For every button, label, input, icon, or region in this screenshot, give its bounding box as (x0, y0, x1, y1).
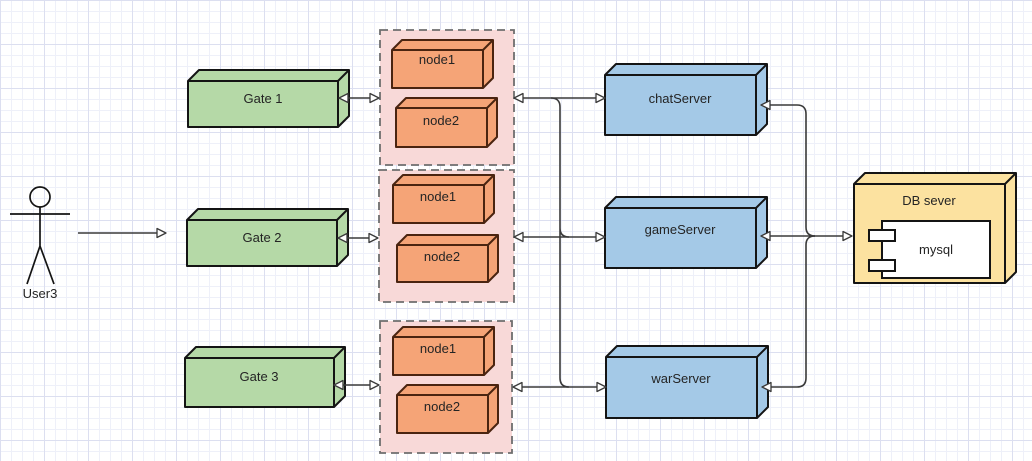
arrowhead-left-icon (333, 379, 344, 391)
arrowhead-left-icon (761, 381, 772, 393)
gate-3-label: Gate 3 (239, 369, 278, 384)
connector-line (770, 104, 816, 237)
mysql-component (881, 220, 991, 279)
cluster-3-node-1-label: node1 (420, 341, 456, 356)
gate-3-body (184, 346, 346, 408)
gate-2-label: Gate 2 (242, 230, 281, 245)
arrowhead-right-icon (595, 92, 606, 104)
node-edges (397, 234, 499, 282)
db-server-box (853, 172, 1017, 284)
arrowhead-right-icon (156, 227, 167, 239)
node-edges (396, 97, 498, 147)
connector-gate1-cluster1 (338, 92, 380, 104)
server-warserver-label: warServer (650, 371, 711, 386)
gate-3-box (184, 346, 346, 408)
mysql-port-top (868, 229, 896, 242)
server-gameserver-box (604, 196, 768, 269)
node-edges (397, 384, 499, 433)
node-edges (393, 326, 495, 375)
connector-gameserver-db (760, 230, 853, 242)
node-edges (393, 174, 495, 223)
server-chatserver-label: chatServer (649, 91, 713, 106)
connector-gate2-cluster2 (337, 232, 379, 244)
server-gameserver-label: gameServer (645, 222, 716, 237)
connector-left-trunk (550, 97, 570, 388)
gate-1-box (187, 69, 350, 128)
arrowhead-right-icon (842, 230, 853, 242)
connector-line (550, 97, 570, 388)
connector-chatserver-db (760, 99, 816, 237)
cluster-1-node-1-label: node1 (419, 52, 455, 67)
server-edges (605, 63, 768, 135)
arrowhead-left-icon (513, 92, 524, 104)
arrowhead-right-icon (596, 381, 607, 393)
server-chatserver-box (604, 63, 768, 136)
node-body (396, 234, 499, 283)
cluster-2-node-1-label: node1 (420, 189, 456, 204)
connector-cluster1-chatserver (513, 92, 606, 104)
gate-2-body (186, 208, 349, 267)
mysql-port-bottom (868, 259, 896, 272)
db-server-label: DB sever (902, 193, 956, 208)
mysql-label: mysql (919, 242, 953, 257)
arrowhead-left-icon (337, 232, 348, 244)
db-edges (854, 172, 1017, 283)
gate-3-edges (185, 346, 346, 407)
server-body (605, 345, 769, 419)
gate-1-edges (188, 69, 350, 127)
gate-1-body (187, 69, 350, 128)
node-body (396, 384, 499, 434)
server-body (604, 63, 768, 136)
node-body (392, 326, 495, 376)
node-body (391, 39, 494, 89)
actor-body (10, 207, 70, 285)
connector-gate3-cluster3 (333, 379, 380, 391)
server-body (604, 196, 768, 269)
connector-warserver-db (761, 235, 816, 393)
gate-1-label: Gate 1 (243, 91, 282, 106)
arrowhead-left-icon (338, 92, 349, 104)
cluster-1-node-1-box (391, 39, 494, 89)
cluster-2-node-2-label: node2 (424, 249, 460, 264)
server-edges (606, 345, 769, 418)
cluster-3-node-1-box (392, 326, 495, 376)
cluster-3-node-2-label: node2 (424, 399, 460, 414)
connector-cluster3-warserver (512, 381, 607, 393)
cluster-3-node-2-box (396, 384, 499, 434)
node-edges (392, 39, 494, 88)
arrowhead-right-icon (369, 92, 380, 104)
arrowhead-right-icon (368, 232, 379, 244)
arrowhead-left-icon (513, 231, 524, 243)
connector-line (771, 235, 816, 388)
gate-2-box (186, 208, 349, 267)
gate-2-edges (187, 208, 349, 266)
actor-head (29, 186, 51, 208)
cluster-2-node-1-box (392, 174, 495, 224)
server-edges (605, 196, 768, 268)
actor-user3 (10, 186, 70, 285)
arrowhead-right-icon (595, 231, 606, 243)
cluster-2-node-2-box (396, 234, 499, 283)
node-body (395, 97, 498, 148)
connector-user-to-gate2 (78, 227, 167, 239)
actor-label: User3 (23, 286, 58, 301)
cluster-1-node-2-label: node2 (423, 113, 459, 128)
cluster-1-node-2-box (395, 97, 498, 148)
arrowhead-left-icon (760, 230, 771, 242)
arrowhead-left-icon (512, 381, 523, 393)
arrowhead-left-icon (760, 99, 771, 111)
node-body (392, 174, 495, 224)
arrowhead-right-icon (369, 379, 380, 391)
server-warserver-box (605, 345, 769, 419)
